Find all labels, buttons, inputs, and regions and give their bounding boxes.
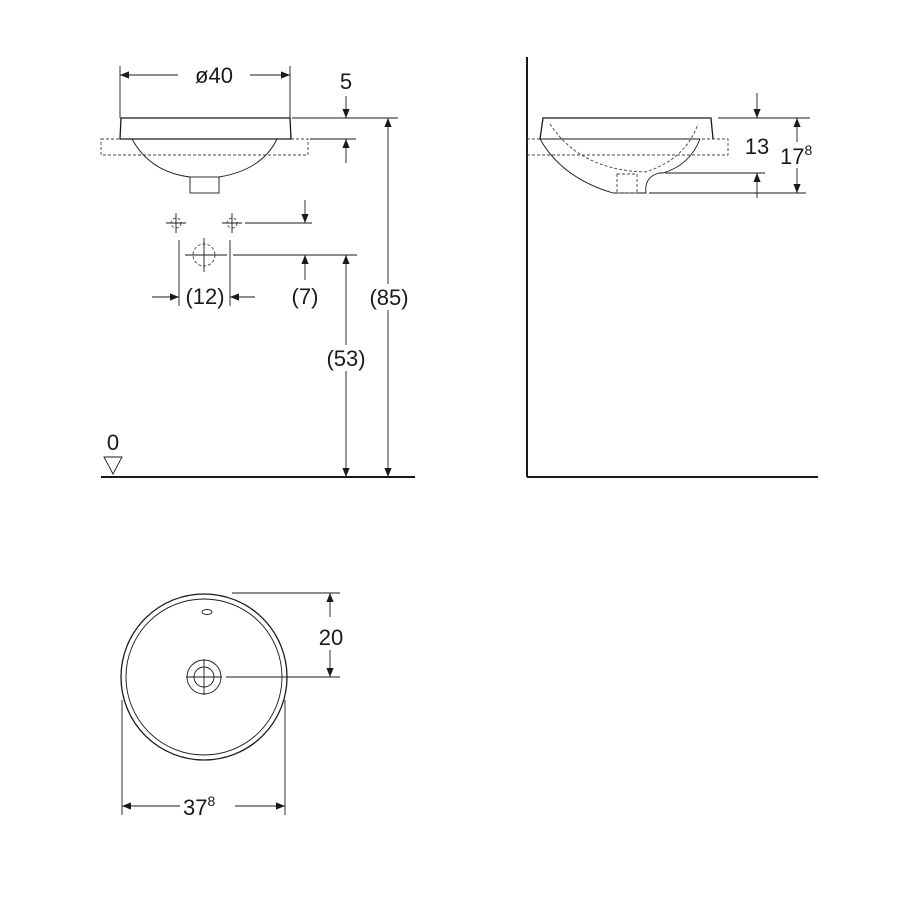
drain-offset-label: 20 bbox=[319, 625, 343, 650]
tap-offset-label: (7) bbox=[292, 284, 319, 309]
rim-thickness-label: 5 bbox=[340, 69, 352, 94]
countertop-outline-side bbox=[527, 138, 729, 156]
floor-level-label: 0 bbox=[107, 430, 119, 455]
drain-height-label: (53) bbox=[326, 346, 365, 371]
drain-outlet-side bbox=[616, 173, 638, 194]
drain-centre bbox=[185, 238, 227, 272]
front-view: ø40 5 (7) (12) (53) bbox=[100, 63, 415, 478]
diameter-label: ø40 bbox=[195, 63, 233, 88]
overflow-hole bbox=[201, 609, 213, 615]
top-view: 20 378 bbox=[120, 592, 343, 820]
tap-spacing-label: (12) bbox=[185, 284, 224, 309]
basin-bowl bbox=[131, 138, 278, 178]
basin-rim-side bbox=[539, 117, 714, 140]
side-view: 13 178 bbox=[526, 57, 822, 478]
basin-rim bbox=[119, 117, 292, 140]
countertop-outline bbox=[100, 138, 309, 156]
width-label: 378 bbox=[183, 793, 215, 820]
floor-level-icon bbox=[103, 456, 123, 475]
basin-bowl-side bbox=[539, 138, 701, 194]
drain-outlet bbox=[189, 176, 220, 194]
total-height-label: (85) bbox=[369, 285, 408, 310]
inner-depth-label: 13 bbox=[745, 134, 769, 159]
tap-hole-left bbox=[166, 213, 186, 233]
total-depth-label: 178 bbox=[780, 142, 812, 169]
drain-top bbox=[186, 659, 222, 695]
tap-hole-right bbox=[222, 213, 242, 233]
